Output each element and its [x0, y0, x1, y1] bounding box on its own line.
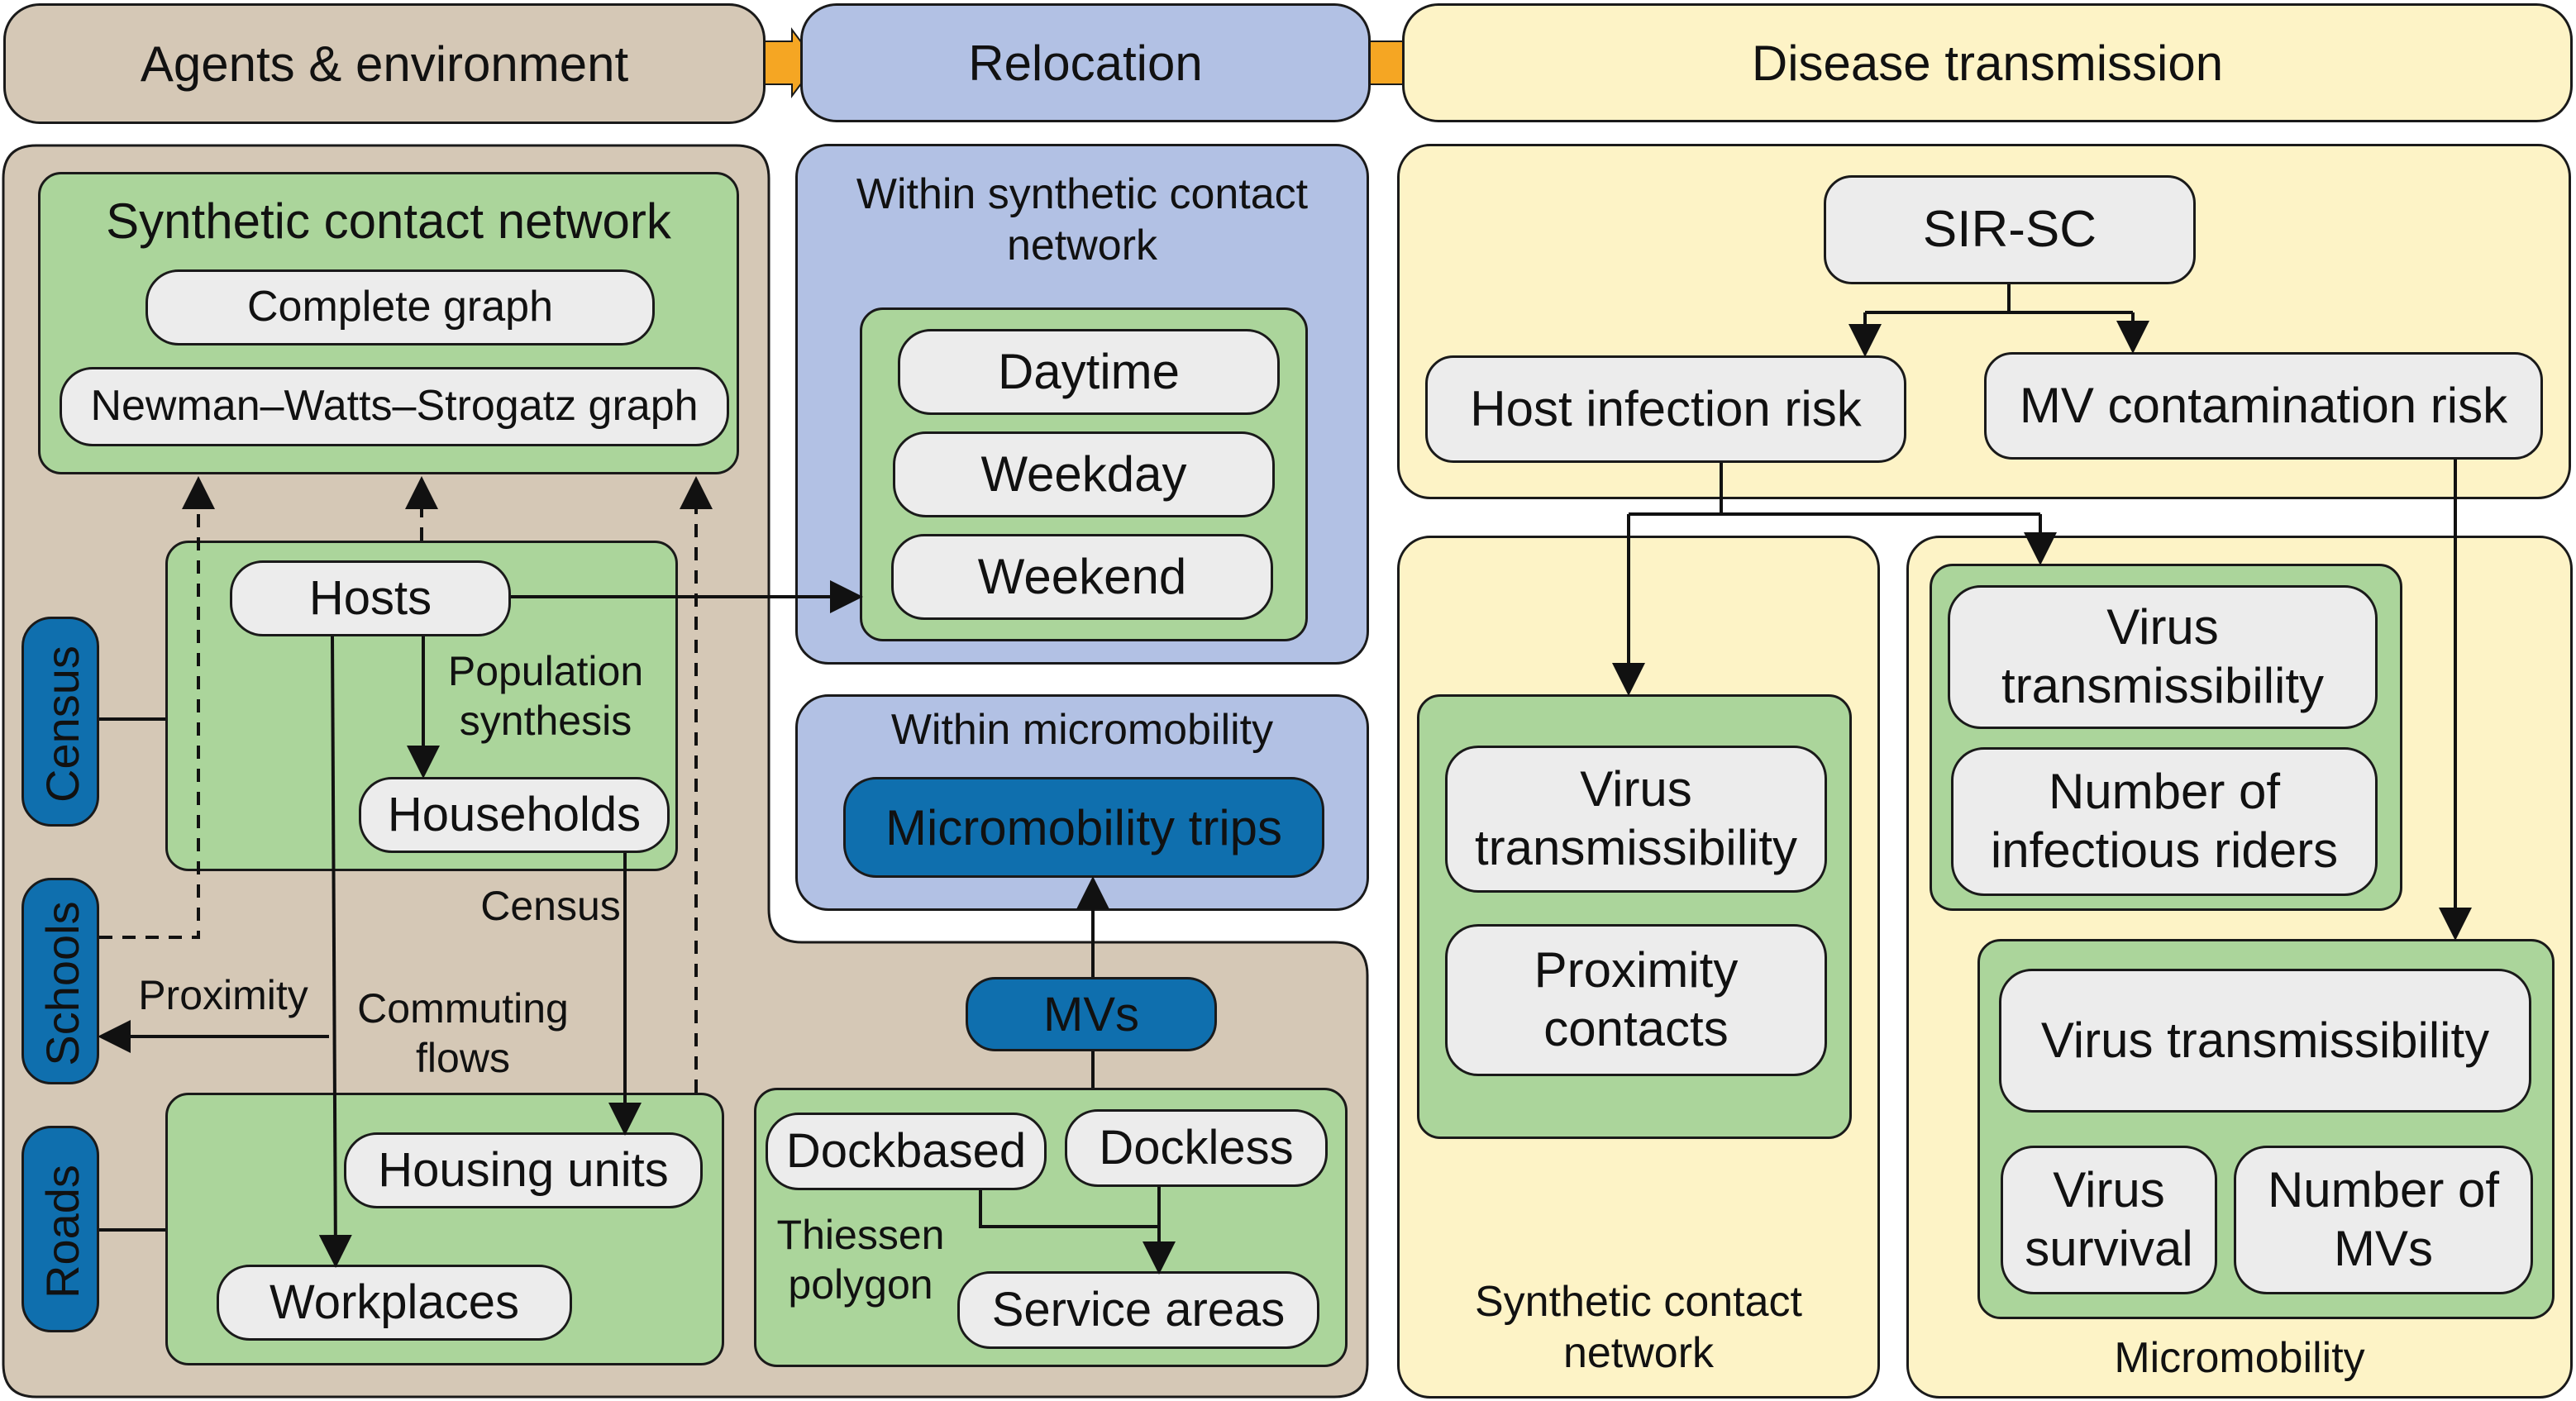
header-relocation-label: Relocation [968, 35, 1203, 91]
scn-panel-label: Synthetic contact network [1475, 1278, 1802, 1378]
relocation-network-title: Within synthetic contact network [856, 170, 1309, 270]
weekday-node: Weekday [893, 431, 1275, 517]
hosts-node: Hosts [230, 560, 511, 636]
side-schools-tab: Schools [21, 878, 99, 1084]
nws-graph-node: Newman–Watts–Strogatz graph [60, 367, 729, 446]
header-agents-environment-label: Agents & environment [140, 36, 629, 92]
population-synthesis-label: Population synthesis [447, 648, 644, 744]
thiessen-polygon-label: Thiessen polygon [776, 1212, 945, 1308]
households-node: Households [359, 777, 670, 853]
relocation-micromobility-title: Within micromobility [890, 706, 1274, 754]
scn-proximity-contacts-node: Proximity contacts [1445, 924, 1827, 1076]
workplaces-node: Workplaces [217, 1265, 572, 1341]
mv-contamination-risk-node: MV contamination risk [1984, 352, 2543, 460]
header-disease-transmission-label: Disease transmission [1751, 35, 2224, 91]
side-roads-label: Roads [36, 1165, 88, 1299]
dockless-node: Dockless [1065, 1109, 1328, 1187]
mm-virus-transmissibility-2-node: Virus transmissibility [1999, 969, 2531, 1113]
mm-number-of-mvs-node: Number of MVs [2234, 1146, 2533, 1294]
host-infection-risk-node: Host infection risk [1425, 355, 1906, 463]
micromobility-trips-node: Micromobility trips [843, 777, 1324, 878]
proximity-edge-label: Proximity [138, 972, 308, 1018]
dockbased-node: Dockbased [766, 1113, 1047, 1190]
mm-virus-survival-node: Virus survival [2001, 1146, 2217, 1294]
header-agents-environment: Agents & environment [3, 3, 766, 124]
side-schools-label: Schools [36, 901, 88, 1066]
scn-virus-transmissibility-node: Virus transmissibility [1445, 746, 1827, 893]
service-areas-node: Service areas [957, 1271, 1319, 1349]
mm-number-infectious-riders-node: Number of infectious riders [1951, 747, 2378, 896]
complete-graph-node: Complete graph [145, 269, 655, 345]
weekend-node: Weekend [891, 534, 1273, 620]
mm-panel-label: Micromobility [2114, 1334, 2365, 1382]
mvs-node: MVs [966, 977, 1217, 1051]
sir-sc-node: SIR-SC [1824, 175, 2196, 284]
housing-units-node: Housing units [344, 1132, 703, 1208]
header-relocation: Relocation [800, 3, 1371, 122]
side-census-tab: Census [21, 617, 99, 827]
census-edge-label: Census [480, 883, 621, 929]
side-census-label: Census [36, 646, 88, 803]
side-roads-tab: Roads [21, 1126, 99, 1332]
daytime-node: Daytime [898, 329, 1280, 415]
synthetic-contact-network-title: Synthetic contact network [106, 193, 671, 249]
header-disease-transmission: Disease transmission [1402, 3, 2573, 122]
commuting-flows-edge-label: Commuting flows [357, 985, 569, 1081]
mm-virus-transmissibility-1-node: Virus transmissibility [1948, 585, 2378, 729]
